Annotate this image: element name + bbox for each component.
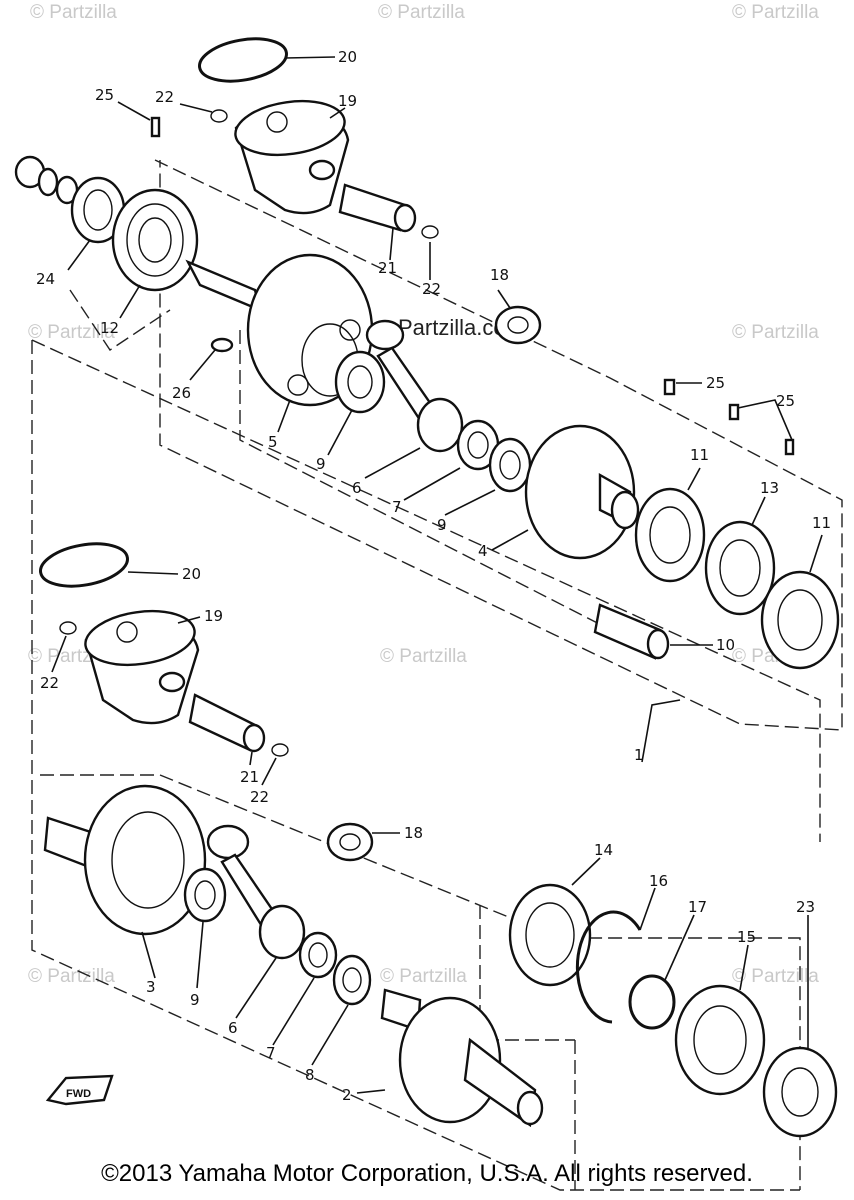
bearing-icon bbox=[760, 570, 840, 670]
watermark: © Partzilla bbox=[30, 2, 117, 23]
circlip-icon bbox=[59, 621, 77, 635]
callout-18: 18 bbox=[490, 266, 509, 284]
callout-21: 21 bbox=[240, 768, 259, 786]
circlip-icon bbox=[575, 910, 642, 1024]
callout-20: 20 bbox=[338, 48, 357, 66]
copyright-notice: ©2013 Yamaha Motor Corporation, U.S.A. A… bbox=[101, 1160, 753, 1187]
watermark: © Partzilla bbox=[380, 966, 467, 987]
thrust-washer-icon bbox=[183, 867, 227, 923]
watermark: © Partzilla bbox=[28, 322, 115, 343]
callout-10: 10 bbox=[716, 636, 735, 654]
piston-pin-icon bbox=[188, 693, 266, 753]
callout-25: 25 bbox=[776, 392, 795, 410]
needle-bearing-icon bbox=[326, 822, 374, 862]
callout-2: 2 bbox=[342, 1086, 352, 1104]
watermark: © Partzilla bbox=[732, 966, 819, 987]
fwd-label: FWD bbox=[66, 1088, 91, 1100]
callout-6: 6 bbox=[352, 479, 362, 497]
thrust-washer-icon bbox=[488, 437, 532, 493]
bearing-icon bbox=[111, 188, 199, 292]
callout-9: 9 bbox=[190, 991, 200, 1009]
callout-22: 22 bbox=[40, 674, 59, 692]
callout-20: 20 bbox=[182, 565, 201, 583]
oil-seal-icon bbox=[762, 1046, 838, 1138]
connecting-rod-icon bbox=[365, 319, 464, 453]
dowel-pin-icon bbox=[728, 403, 740, 421]
nut-washer-icon bbox=[14, 155, 79, 205]
fwd-arrow-icon: FWD bbox=[45, 1074, 114, 1106]
callout-labels: 20 22 25 19 24 12 21 22 18 26 5 9 6 7 9 … bbox=[36, 48, 831, 1104]
circlip-icon bbox=[421, 225, 439, 239]
callout-22: 22 bbox=[422, 280, 441, 298]
upper-assembly bbox=[14, 37, 840, 670]
needle-bearing-icon bbox=[298, 931, 338, 979]
bearing-icon bbox=[634, 487, 706, 583]
callout-19: 19 bbox=[204, 607, 223, 625]
callout-25: 25 bbox=[706, 374, 725, 392]
circlip-icon bbox=[271, 743, 289, 757]
callout-4: 4 bbox=[478, 542, 488, 560]
callout-25: 25 bbox=[95, 86, 114, 104]
o-ring-icon bbox=[628, 974, 676, 1030]
callout-22: 22 bbox=[155, 88, 174, 106]
circlip-icon bbox=[210, 109, 228, 123]
callout-3: 3 bbox=[146, 978, 156, 996]
thrust-washer-icon bbox=[334, 350, 386, 414]
callout-23: 23 bbox=[796, 898, 815, 916]
bearing-icon bbox=[704, 520, 776, 616]
callout-17: 17 bbox=[688, 898, 707, 916]
dowel-pin-icon bbox=[663, 378, 676, 396]
crank-pin-icon bbox=[593, 603, 670, 660]
crank-flywheel-icon bbox=[380, 988, 544, 1128]
dowel-pin-icon bbox=[784, 438, 795, 456]
callout-6: 6 bbox=[228, 1019, 238, 1037]
callout-16: 16 bbox=[649, 872, 668, 890]
callout-9: 9 bbox=[316, 455, 326, 473]
oil-seal-icon bbox=[70, 176, 126, 244]
callout-15: 15 bbox=[737, 928, 756, 946]
callout-26: 26 bbox=[172, 384, 191, 402]
callout-7: 7 bbox=[266, 1044, 276, 1062]
needle-bearing-icon bbox=[494, 305, 542, 345]
watermark: © Partzilla bbox=[378, 2, 465, 23]
callout-9: 9 bbox=[437, 516, 447, 534]
woodruff-key-icon bbox=[210, 337, 234, 353]
callout-12: 12 bbox=[100, 319, 119, 337]
piston-ring-icon bbox=[198, 37, 288, 83]
thrust-washer-icon bbox=[332, 954, 372, 1006]
piston-icon bbox=[84, 609, 200, 725]
connecting-rod-icon bbox=[206, 824, 306, 960]
callout-8: 8 bbox=[305, 1066, 315, 1084]
bearing-icon bbox=[508, 883, 592, 987]
watermark: © Partzilla bbox=[732, 2, 819, 23]
crank-flywheel-icon bbox=[524, 424, 640, 560]
dowel-pin-icon bbox=[150, 116, 161, 138]
watermark: © Partzilla bbox=[380, 646, 467, 667]
callout-11: 11 bbox=[690, 446, 709, 464]
callout-11: 11 bbox=[812, 514, 831, 532]
callout-24: 24 bbox=[36, 270, 55, 288]
callout-18: 18 bbox=[404, 824, 423, 842]
callout-19: 19 bbox=[338, 92, 357, 110]
callout-22: 22 bbox=[250, 788, 269, 806]
watermark: © Partzilla bbox=[28, 966, 115, 987]
lower-assembly: FWD bbox=[39, 542, 838, 1138]
piston-icon bbox=[234, 99, 350, 215]
callout-7: 7 bbox=[392, 498, 402, 516]
piston-ring-icon bbox=[39, 542, 129, 588]
callout-14: 14 bbox=[594, 841, 613, 859]
callout-13: 13 bbox=[760, 479, 779, 497]
callout-5: 5 bbox=[268, 433, 278, 451]
watermark: © Partzilla bbox=[732, 322, 819, 343]
bearing-icon bbox=[674, 984, 766, 1096]
crank-flywheel-icon bbox=[43, 784, 207, 936]
callout-1: 1 bbox=[634, 746, 644, 764]
callout-21: 21 bbox=[378, 259, 397, 277]
piston-pin-icon bbox=[338, 183, 417, 233]
leader-lines bbox=[51, 56, 823, 1094]
assembly-outlines bbox=[31, 159, 843, 1191]
